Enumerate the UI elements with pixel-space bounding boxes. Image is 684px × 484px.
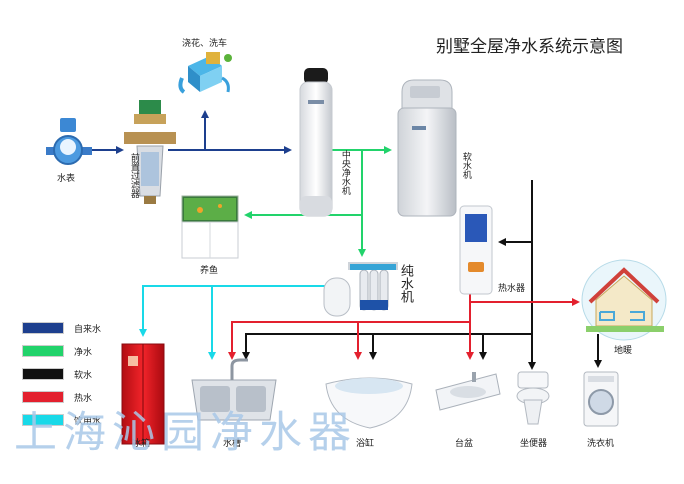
central-purifier-icon xyxy=(299,68,333,217)
label-washer: 洗衣机 xyxy=(587,439,615,449)
washer-icon xyxy=(583,371,619,427)
soft-water-lines xyxy=(242,180,602,370)
sink-icon xyxy=(191,358,277,421)
legend-swatch xyxy=(22,391,64,403)
diagram-title: 别墅全屋净水系统示意图 xyxy=(436,37,623,57)
toilet-icon xyxy=(516,371,550,425)
basin-icon xyxy=(435,372,501,411)
garden-tap-icon xyxy=(178,52,232,94)
label-garden: 浇花、洗车 xyxy=(182,39,228,49)
label-basin: 台盆 xyxy=(455,439,474,449)
legend: 自来水 净水 软水 热水 饮用水 xyxy=(22,320,101,435)
tap-water-lines xyxy=(90,110,292,154)
label-toilet: 坐便器 xyxy=(520,439,548,449)
legend-item-soft: 软水 xyxy=(22,366,101,382)
legend-swatch xyxy=(22,368,64,380)
label-floor-heating: 地暖 xyxy=(614,346,633,356)
label-fish: 养鱼 xyxy=(200,266,219,276)
label-softener: 软水机 xyxy=(460,152,471,179)
legend-swatch xyxy=(22,414,64,426)
drinking-water-lines xyxy=(139,285,325,360)
label-water-heater: 热水器 xyxy=(498,284,526,294)
label-fridge: 冰箱 xyxy=(132,439,151,449)
legend-label: 热水 xyxy=(74,393,93,404)
bathtub-icon xyxy=(325,377,413,429)
legend-item-hot: 热水 xyxy=(22,389,101,405)
label-pure-machine: 纯水机 xyxy=(397,264,413,303)
hot-water-lines xyxy=(228,292,580,360)
fridge-icon xyxy=(121,343,165,445)
legend-swatch xyxy=(22,322,64,334)
fish-tank-icon xyxy=(181,195,239,259)
watermark: 上海沁园净水器 xyxy=(14,408,357,458)
legend-label: 净水 xyxy=(74,347,93,358)
label-bathtub: 浴缸 xyxy=(356,439,375,449)
legend-label: 软水 xyxy=(74,370,93,381)
label-pre-filter: 前置过滤器 xyxy=(128,153,139,198)
legend-item-tap: 自来水 xyxy=(22,320,101,336)
pre-filter-icon xyxy=(124,100,176,204)
legend-swatch xyxy=(22,345,64,357)
legend-label: 饮用水 xyxy=(74,416,102,427)
floor-heating-icon xyxy=(581,259,667,341)
softener-icon xyxy=(397,79,457,217)
water-meter-icon xyxy=(46,118,92,165)
water-heater-icon xyxy=(459,205,493,295)
label-sink: 水槽 xyxy=(223,439,242,449)
legend-item-purified: 净水 xyxy=(22,343,101,359)
label-water-meter: 水表 xyxy=(57,174,76,184)
pure-water-machine-icon xyxy=(323,262,398,317)
legend-label: 自来水 xyxy=(74,324,102,335)
label-central-purifier: 中央净水机 xyxy=(339,150,350,195)
legend-item-drinking: 饮用水 xyxy=(22,412,101,428)
